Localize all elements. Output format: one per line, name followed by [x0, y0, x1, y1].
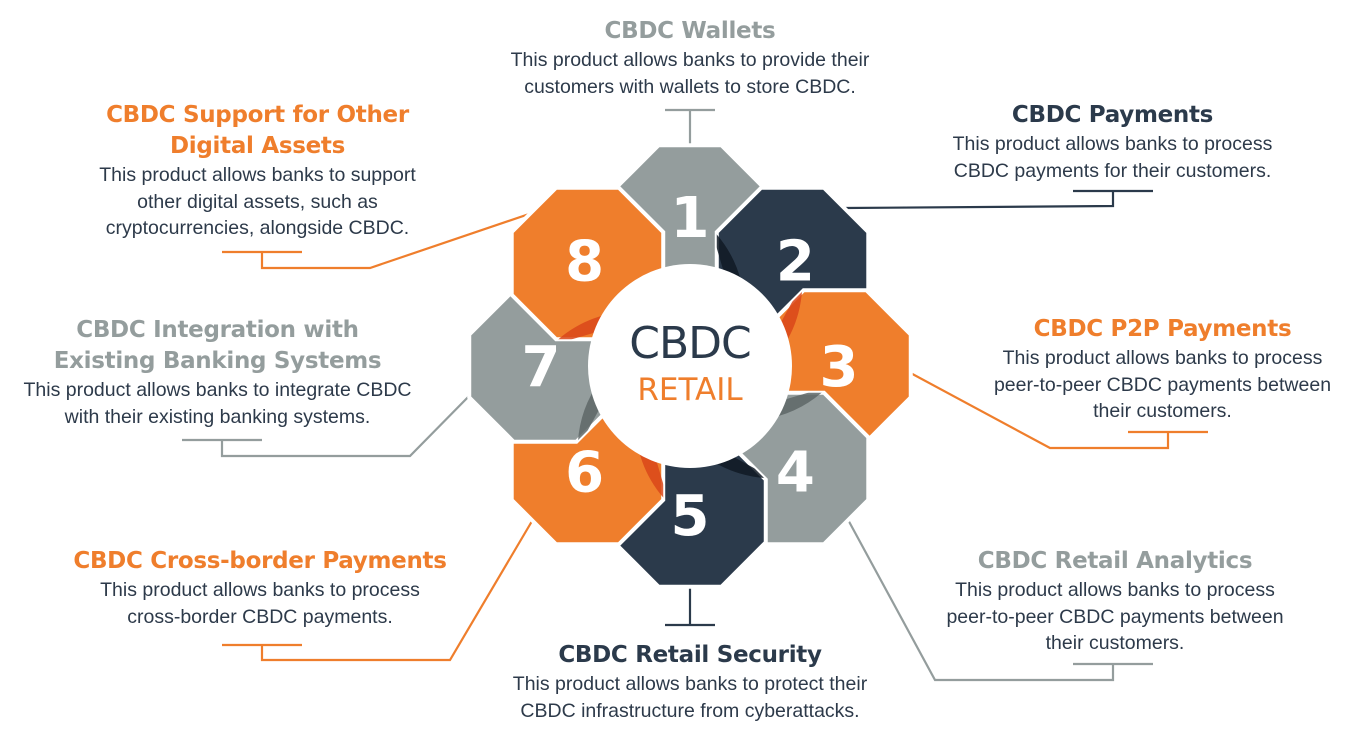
segment-number: 1 — [671, 186, 710, 251]
segment-description: This product allows banks to integrate C… — [23, 379, 412, 428]
segment-number: 4 — [776, 440, 815, 505]
segment-title: CBDC P2P Payments — [1033, 316, 1292, 342]
segment-number: 8 — [565, 230, 604, 295]
segment-number: 6 — [565, 440, 604, 505]
segment-description: This product allows banks to process cro… — [100, 579, 420, 628]
segment-number: 5 — [671, 484, 710, 549]
connector-line — [220, 389, 476, 458]
segment-number: 3 — [820, 335, 859, 400]
segment-8-label: CBDC Support for Other Digital Assets Th… — [80, 100, 435, 242]
segment-title: CBDC Support for Other Digital Assets — [106, 102, 409, 159]
segment-description: This product allows banks to process CBD… — [952, 133, 1273, 182]
segment-1-label: CBDC Wallets This product allows banks t… — [470, 16, 910, 100]
segment-description: This product allows banks to process pee… — [993, 347, 1332, 422]
connector-line — [845, 515, 1115, 682]
hub-circle — [588, 264, 792, 468]
connector-line — [260, 210, 536, 270]
segment-5-label: CBDC Retail Security This product allows… — [480, 640, 900, 724]
hub-title: CBDC — [629, 318, 752, 369]
segment-6-label: CBDC Cross-border Payments This product … — [70, 546, 450, 630]
segment-description: This product allows banks to process pee… — [946, 579, 1284, 654]
connector-line — [844, 191, 1115, 210]
connector-line — [260, 515, 536, 662]
segment-3-label: CBDC P2P Payments This product allows ba… — [985, 314, 1340, 425]
segment-description: This product allows banks to protect the… — [512, 673, 868, 722]
segment-title: CBDC Retail Analytics — [977, 548, 1253, 574]
segment-2-label: CBDC Payments This product allows banks … — [940, 100, 1285, 184]
segment-description: This product allows banks to provide the… — [510, 49, 870, 98]
hub-subtitle: RETAIL — [637, 372, 743, 408]
segment-7-label: CBDC Integration with Existing Banking S… — [20, 315, 415, 430]
segment-4-label: CBDC Retail Analytics This product allow… — [935, 546, 1295, 657]
segment-title: CBDC Retail Security — [558, 642, 822, 668]
segment-number: 7 — [522, 335, 561, 400]
segment-title: CBDC Payments — [1011, 102, 1214, 128]
segment-number: 2 — [776, 230, 815, 295]
segment-title: CBDC Cross-border Payments — [73, 548, 447, 574]
segment-title: CBDC Integration with Existing Banking S… — [53, 317, 382, 374]
segment-description: This product allows banks to support oth… — [99, 164, 416, 239]
connector-line — [904, 369, 1170, 450]
segment-title: CBDC Wallets — [604, 18, 776, 44]
